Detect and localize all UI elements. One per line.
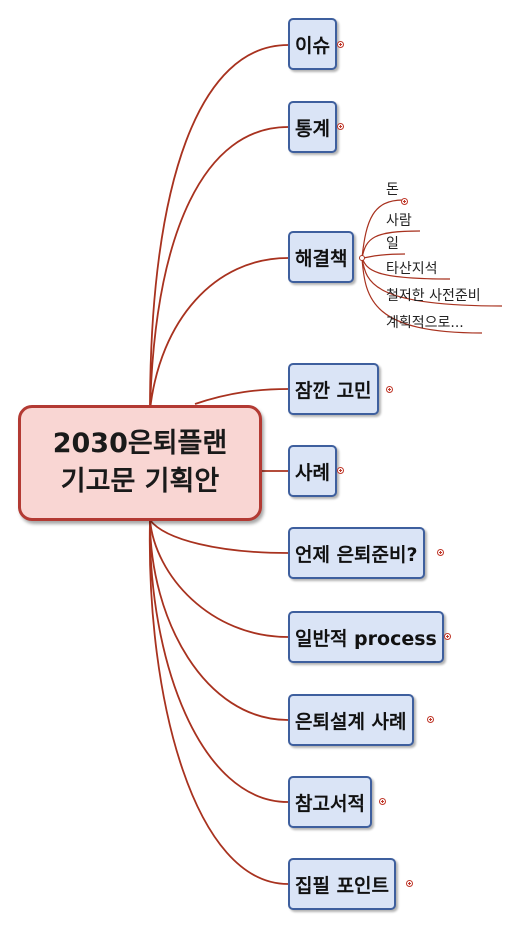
topic-label: 일반적 process: [295, 627, 437, 650]
expand-plus-icon[interactable]: [386, 386, 393, 393]
expand-plus-icon[interactable]: [337, 41, 344, 48]
subtopic-plan[interactable]: 계획적으로...: [386, 314, 464, 332]
subtopic-label: 사람: [386, 213, 412, 229]
subtopic-label: 돈: [386, 182, 399, 198]
expand-plus-icon[interactable]: [406, 880, 413, 887]
expand-plus-icon[interactable]: [401, 198, 408, 205]
solution-branch-dot: [359, 255, 365, 261]
topic-books[interactable]: 참고서적: [288, 776, 372, 828]
topic-retire-case[interactable]: 은퇴설계 사례: [288, 694, 414, 746]
topic-label: 사례: [295, 461, 330, 484]
topic-label: 해결책: [295, 247, 348, 270]
topic-label: 은퇴설계 사례: [295, 710, 407, 733]
central-topic-line-1: 2030은퇴플랜: [52, 428, 228, 459]
connector-process: [149, 519, 289, 638]
topic-process[interactable]: 일반적 process: [288, 611, 444, 663]
topic-point[interactable]: 집필 포인트: [288, 858, 397, 910]
topic-issue[interactable]: 이슈: [288, 18, 337, 70]
subtopic-prepare[interactable]: 철저한 사전준비: [386, 287, 481, 305]
sub-connector-people: [361, 230, 421, 259]
connector-solution: [149, 257, 289, 411]
expand-plus-icon[interactable]: [337, 467, 344, 474]
subtopic-money[interactable]: 돈: [386, 181, 399, 199]
connector-retire-case: [149, 519, 289, 721]
expand-plus-icon[interactable]: [379, 798, 386, 805]
sub-connector-money: [361, 199, 404, 259]
topic-case[interactable]: 사례: [288, 445, 337, 497]
connector-point: [148, 519, 289, 885]
expand-plus-icon[interactable]: [437, 549, 444, 556]
sub-connector-plan: [361, 257, 483, 334]
connector-when: [149, 519, 289, 554]
topic-label: 이슈: [295, 34, 330, 57]
expand-plus-icon[interactable]: [427, 716, 434, 723]
subtopic-people[interactable]: 사람: [386, 212, 412, 230]
expand-plus-icon[interactable]: [337, 123, 344, 130]
topic-label: 언제 은퇴준비?: [295, 543, 418, 566]
topic-solution[interactable]: 해결책: [288, 231, 355, 283]
sub-connector-prepare: [361, 257, 503, 307]
central-topic[interactable]: 2030은퇴플랜 기고문 기획안: [18, 405, 262, 521]
central-topic-line-2: 기고문 기획안: [60, 466, 220, 497]
connector-stats: [149, 126, 289, 411]
connector-think: [194, 388, 289, 405]
topic-stats[interactable]: 통계: [288, 101, 337, 153]
expand-plus-icon[interactable]: [444, 633, 451, 640]
topic-think[interactable]: 잠깐 고민: [288, 363, 379, 415]
sub-connector-work: [361, 253, 406, 259]
topic-label: 통계: [295, 117, 330, 140]
subtopic-lesson[interactable]: 타산지석: [386, 260, 438, 278]
topic-label: 집필 포인트: [295, 874, 390, 897]
connector-issue: [149, 44, 289, 411]
sub-connector-lesson: [361, 257, 451, 280]
subtopic-work[interactable]: 일: [386, 235, 399, 253]
topic-label: 잠깐 고민: [295, 379, 372, 402]
topic-when[interactable]: 언제 은퇴준비?: [288, 527, 425, 579]
subtopic-label: 타산지석: [386, 261, 438, 277]
subtopic-label: 철저한 사전준비: [386, 288, 481, 304]
connector-books: [149, 519, 289, 803]
subtopic-label: 계획적으로...: [386, 315, 464, 331]
subtopic-label: 일: [386, 236, 399, 252]
topic-label: 참고서적: [295, 792, 365, 815]
